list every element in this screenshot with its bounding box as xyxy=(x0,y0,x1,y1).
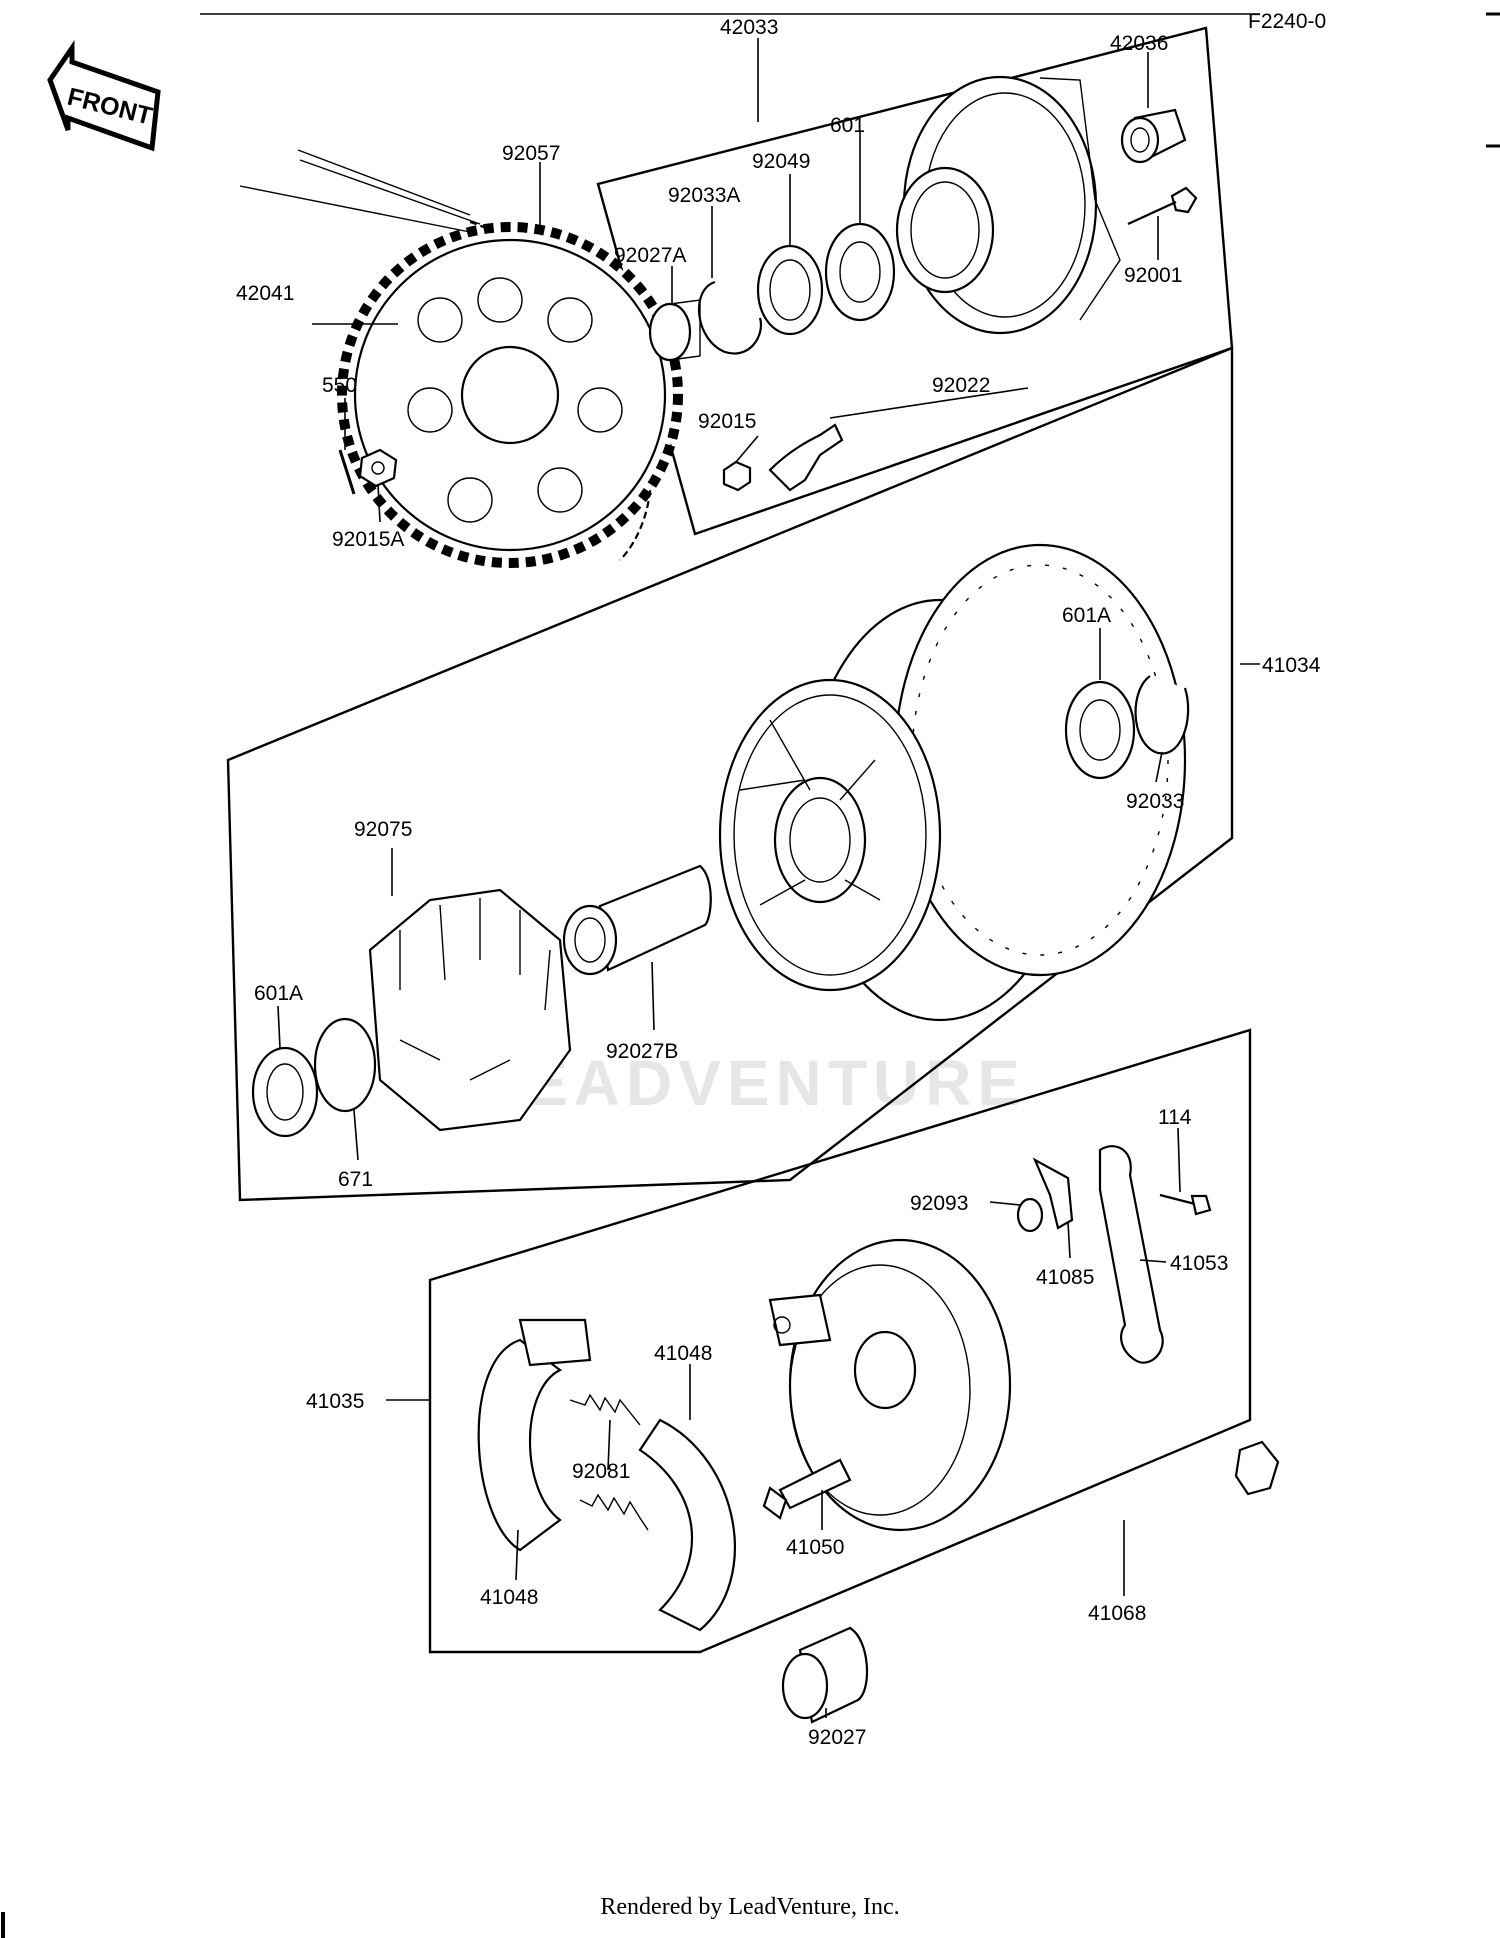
rear-sprocket xyxy=(337,222,683,568)
oil-seal xyxy=(756,244,824,336)
label-92027B: 92027B xyxy=(606,1040,678,1063)
collar-upper xyxy=(648,299,701,362)
coupling-bearing xyxy=(824,222,896,322)
washer-92093 xyxy=(1016,1197,1044,1233)
label-41035: 41035 xyxy=(306,1390,364,1413)
label-41050: 41050 xyxy=(786,1536,844,1559)
hub-bearing-left xyxy=(251,1046,319,1138)
wheel-hub-group-box xyxy=(226,346,1234,1202)
lever-bolt xyxy=(1159,1193,1212,1216)
part-labels: 42033 42036 92057 601 92049 92033A 92027… xyxy=(236,16,1321,1749)
front-arrow-icon: FRONT xyxy=(47,39,161,152)
label-92015: 92015 xyxy=(698,410,756,433)
label-92057: 92057 xyxy=(502,142,560,165)
brake-spring-lower xyxy=(579,1493,649,1531)
label-42036: 42036 xyxy=(1110,32,1168,55)
label-41085: 41085 xyxy=(1036,1266,1094,1289)
label-41048-top: 41048 xyxy=(654,1342,712,1365)
label-92075: 92075 xyxy=(354,818,412,841)
wheel-hub xyxy=(718,543,1187,1022)
brake-shoe-left-end xyxy=(518,1318,592,1367)
footer-credit: Rendered by LeadVenture, Inc. xyxy=(600,1894,900,1920)
label-92033A: 92033A xyxy=(668,184,740,207)
wear-indicator xyxy=(1032,1157,1074,1230)
label-92027: 92027 xyxy=(808,1726,866,1749)
brake-shoe-left xyxy=(477,1338,563,1552)
coupling-collar xyxy=(1120,108,1187,164)
hub-bearing-right xyxy=(1064,680,1136,780)
label-92027A: 92027A xyxy=(614,244,686,267)
coupling-housing xyxy=(895,75,1121,335)
sprocket-nut xyxy=(358,448,398,488)
brake-cam xyxy=(762,1458,852,1520)
brake-shoe-right xyxy=(638,1418,736,1632)
watermark-text: LEADVENTURE xyxy=(480,1047,1026,1119)
circlip-upper xyxy=(697,280,763,355)
cotter-pin xyxy=(338,449,356,495)
label-92022: 92022 xyxy=(932,374,990,397)
label-41048-bottom: 41048 xyxy=(480,1586,538,1609)
brake-panel xyxy=(768,1238,1012,1532)
leader-lines xyxy=(277,38,1260,1718)
coupling-bolt xyxy=(1127,186,1198,225)
coupling-damper xyxy=(368,888,572,1132)
label-601: 601 xyxy=(830,114,865,137)
label-41034: 41034 xyxy=(1262,654,1321,677)
nut-92015 xyxy=(722,460,752,492)
label-92001: 92001 xyxy=(1124,264,1182,287)
label-42041: 42041 xyxy=(236,282,294,305)
label-601A-top: 601A xyxy=(1062,604,1111,627)
chain-adjuster-plate xyxy=(768,423,844,492)
label-550: 550 xyxy=(322,374,357,397)
label-671: 671 xyxy=(338,1168,373,1191)
label-92093: 92093 xyxy=(910,1192,968,1215)
brake-cam-lever xyxy=(1098,1145,1164,1364)
label-92049: 92049 xyxy=(752,150,810,173)
hub-spacer xyxy=(562,864,712,976)
label-92033: 92033 xyxy=(1126,790,1184,813)
figure-code: F2240-0 xyxy=(1248,10,1326,33)
o-ring xyxy=(313,1017,377,1113)
brake-group-box xyxy=(428,1028,1252,1654)
label-41053: 41053 xyxy=(1170,1252,1228,1275)
label-42033: 42033 xyxy=(720,16,778,39)
label-92015A: 92015A xyxy=(332,528,404,551)
label-41068: 41068 xyxy=(1088,1602,1146,1625)
label-114: 114 xyxy=(1158,1106,1192,1129)
axle-collar xyxy=(781,1626,869,1724)
rear-axle xyxy=(898,1440,1280,1637)
brake-spring-upper xyxy=(569,1393,641,1426)
label-601A-left: 601A xyxy=(254,982,303,1005)
circlip-right xyxy=(1134,675,1190,755)
label-92081: 92081 xyxy=(572,1460,630,1483)
